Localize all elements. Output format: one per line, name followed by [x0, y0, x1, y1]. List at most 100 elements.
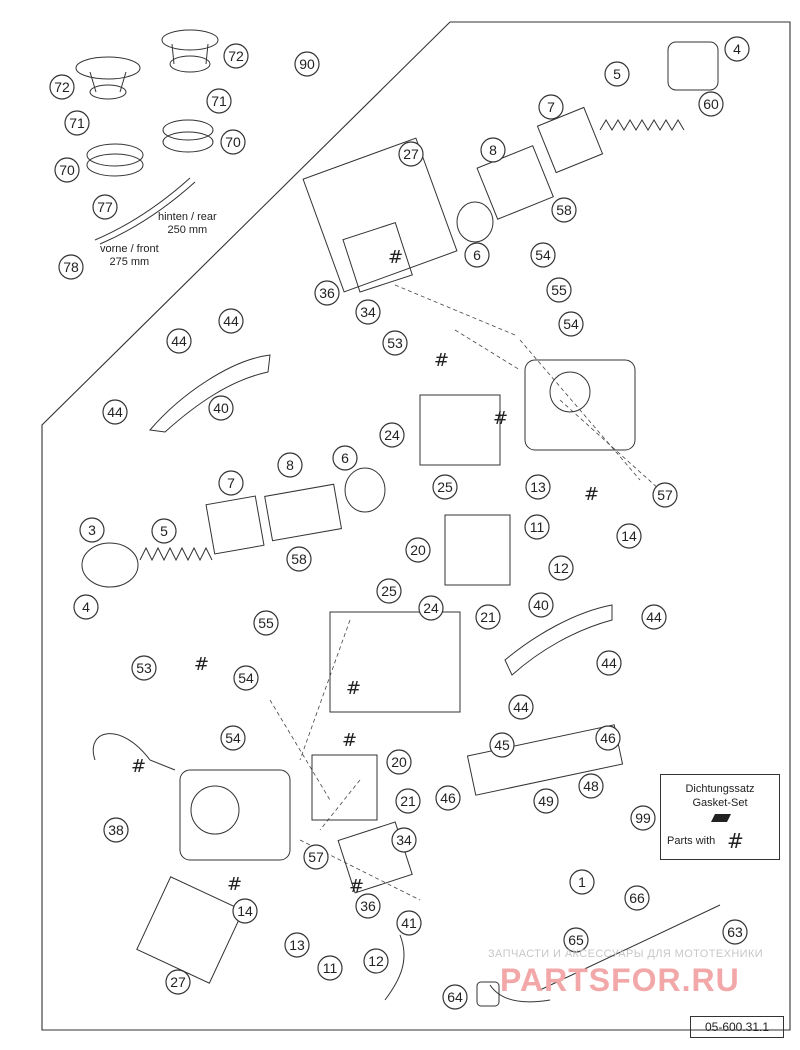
callout-11: 11 — [524, 514, 550, 540]
callout-circle — [363, 948, 389, 974]
callout-number: 48 — [583, 778, 599, 794]
callout-circle — [464, 242, 490, 268]
callout-number: 25 — [381, 583, 397, 599]
callout-circle — [54, 157, 80, 183]
callout-number: 8 — [489, 142, 497, 158]
callout-54: 54 — [558, 311, 584, 337]
callout-27: 27 — [398, 141, 424, 167]
bracket-upper — [149, 354, 271, 433]
callout-44: 44 — [596, 650, 622, 676]
callout-55: 55 — [546, 277, 572, 303]
callout-circle — [355, 893, 381, 919]
box-20-21-upper — [444, 514, 511, 586]
callout-circle — [435, 785, 461, 811]
callout-circle — [232, 898, 258, 924]
callout-number: 55 — [551, 282, 567, 298]
document-number: 05-600.31.1 — [690, 1016, 784, 1038]
callout-number: 24 — [423, 600, 439, 616]
carburetor-body-upper — [524, 359, 636, 451]
callout-58: 58 — [551, 197, 577, 223]
callout-number: 7 — [547, 99, 555, 115]
gasket-legend-line1: Dichtungssatz — [685, 783, 755, 795]
callout-number: 65 — [568, 932, 584, 948]
callout-number: 1 — [578, 874, 586, 890]
callout-number: 72 — [228, 48, 244, 64]
callout-number: 57 — [308, 849, 324, 865]
callout-number: 70 — [225, 134, 241, 150]
callout-number: 13 — [289, 937, 305, 953]
box-7-lower — [205, 495, 265, 555]
callout-circle — [525, 474, 551, 500]
callout-circle — [284, 932, 310, 958]
callout-number: 36 — [319, 285, 335, 301]
gasket-legend-line3: Parts with — [667, 835, 716, 847]
box-24-25-upper — [419, 394, 501, 466]
callout-number: 21 — [400, 793, 416, 809]
callout-36: 36 — [355, 893, 381, 919]
gasket-hash-mark: # — [194, 654, 209, 675]
callout-circle — [722, 919, 748, 945]
callout-number: 8 — [286, 457, 294, 473]
callout-38: 38 — [103, 817, 129, 843]
callout-number: 40 — [213, 400, 229, 416]
callout-number: 41 — [401, 915, 417, 931]
callout-72: 72 — [49, 74, 75, 100]
callout-14: 14 — [232, 898, 258, 924]
callout-number: 11 — [323, 960, 338, 976]
callout-46: 46 — [595, 725, 621, 751]
callout-8: 8 — [480, 137, 506, 163]
callout-circle — [277, 452, 303, 478]
gasket-legend-line2: Gasket-Set — [692, 797, 748, 809]
callout-circle — [314, 280, 340, 306]
callout-circle — [569, 869, 595, 895]
box-34-36-upper — [342, 222, 413, 293]
callout-6: 6 — [464, 242, 490, 268]
callout-72: 72 — [223, 43, 249, 69]
gasket-hash-mark: # — [227, 874, 242, 895]
gasket-legend-hash: # — [727, 829, 744, 853]
callout-circle — [652, 482, 678, 508]
bracket-lower — [504, 604, 613, 676]
callout-number: 58 — [291, 551, 307, 567]
spring-upper — [599, 119, 685, 131]
callout-number: 49 — [538, 793, 554, 809]
callout-70: 70 — [54, 157, 80, 183]
callout-circle — [563, 927, 589, 953]
callout-number: 54 — [238, 670, 254, 686]
callout-number: 58 — [556, 202, 572, 218]
callout-66: 66 — [624, 885, 650, 911]
callout-number: 77 — [97, 199, 113, 215]
callout-circle — [396, 910, 422, 936]
callout-number: 4 — [733, 41, 741, 57]
callout-circle — [220, 129, 246, 155]
callout-circle — [355, 299, 381, 325]
hose-front-label: vorne / front 275 mm — [100, 243, 159, 268]
gasket-hash-mark: # — [131, 756, 146, 777]
callout-number: 25 — [437, 479, 453, 495]
callout-circle — [253, 610, 279, 636]
callout-circle — [546, 277, 572, 303]
ktm-logo-icon — [711, 814, 731, 822]
callout-54: 54 — [530, 242, 556, 268]
callout-circle — [508, 694, 534, 720]
callout-circle — [391, 827, 417, 853]
callout-circle — [131, 655, 157, 681]
callout-number: 54 — [563, 316, 579, 332]
callout-number: 6 — [341, 450, 349, 466]
cap-lower-left — [81, 542, 139, 588]
box-27-lower — [136, 876, 244, 984]
callout-7: 7 — [538, 94, 564, 120]
callout-57: 57 — [303, 844, 329, 870]
callout-circle — [558, 311, 584, 337]
callout-13: 13 — [525, 474, 551, 500]
callout-number: 99 — [635, 810, 651, 826]
callout-45: 45 — [489, 732, 515, 758]
harness-65 — [539, 904, 721, 991]
callout-78: 78 — [58, 254, 84, 280]
callout-number: 14 — [621, 528, 637, 544]
callout-12: 12 — [548, 555, 574, 581]
callout-circle — [208, 395, 234, 421]
callout-number: 20 — [410, 542, 426, 558]
sensor-64 — [489, 984, 551, 1003]
